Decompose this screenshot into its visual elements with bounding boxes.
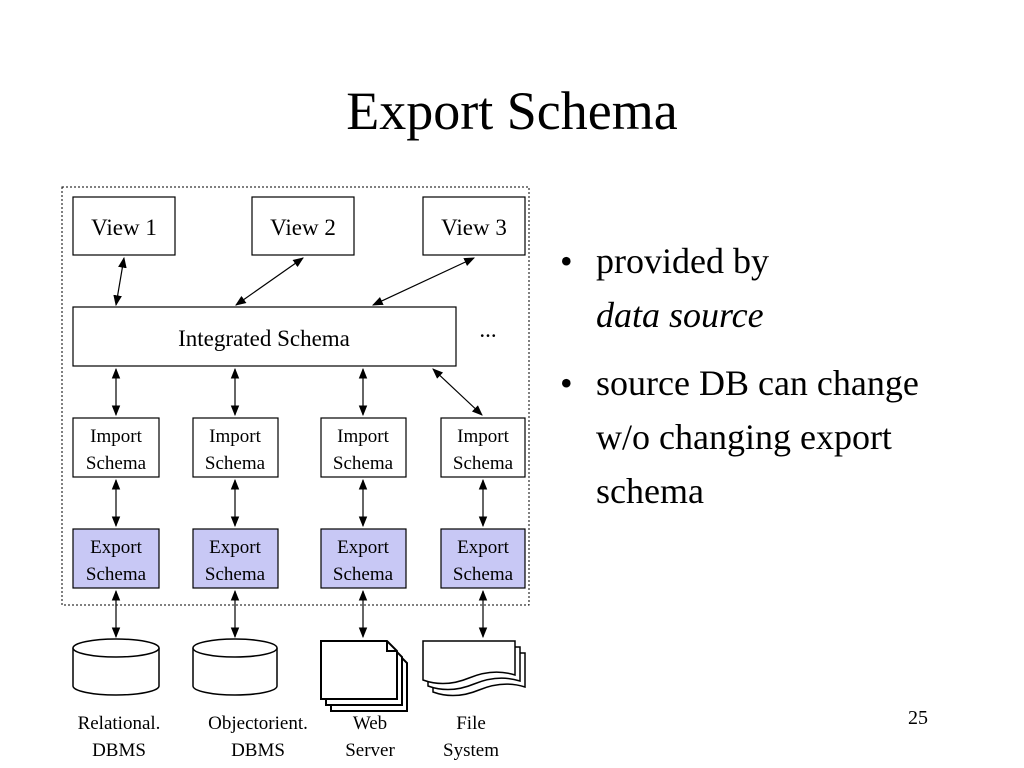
source-label-line-2: System: [443, 740, 499, 761]
view-label: View 3: [441, 215, 507, 240]
source-label-line-1: Web: [353, 713, 387, 734]
import-line-2: Schema: [86, 453, 147, 474]
view1-integrated-arrow: [113, 256, 127, 307]
export-line-1: Export: [209, 537, 261, 558]
source-label-line-2: DBMS: [92, 740, 146, 761]
bullet-line: schema: [596, 471, 704, 511]
integrated-import4-arrow: [432, 368, 483, 416]
slide-number: 25: [908, 707, 928, 729]
bullet-item: • provided by data source: [558, 234, 1018, 342]
view-label: View 1: [91, 215, 157, 240]
import-line-1: Import: [90, 426, 142, 447]
export-schema-box: Export Schema: [320, 528, 407, 589]
import-line-1: Import: [337, 426, 389, 447]
import-line-1: Import: [457, 426, 509, 447]
bullet-dot-icon: •: [560, 241, 573, 281]
import-schema-box: Import Schema: [192, 417, 279, 478]
import-line-2: Schema: [205, 453, 266, 474]
import-schema-box: Import Schema: [320, 417, 407, 478]
export-line-1: Export: [457, 537, 509, 558]
import-schema-box: Import Schema: [72, 417, 160, 478]
import-line-1: Import: [209, 426, 261, 447]
slide-title: Export Schema: [346, 81, 678, 141]
import-schema-box: Import Schema: [440, 417, 526, 478]
view-label: View 2: [270, 215, 336, 240]
import-line-2: Schema: [453, 453, 514, 474]
view-box: View 3: [422, 196, 526, 256]
federation-boundary: [61, 186, 530, 606]
export-schema-box: Export Schema: [440, 528, 526, 589]
export-schema-box: Export Schema: [72, 528, 160, 589]
view-box: View 1: [72, 196, 176, 256]
source-label-line-1: File: [456, 713, 486, 734]
export-line-2: Schema: [205, 564, 266, 585]
integrated-schema-label: Integrated Schema: [178, 326, 350, 351]
bullet-line: w/o changing export: [596, 417, 892, 457]
view3-integrated-arrow: [372, 257, 475, 306]
bullet-line: provided by: [596, 241, 769, 281]
database-cylinder-icon: [192, 638, 278, 696]
bullet-list: • provided by data source • source DB ca…: [558, 234, 1018, 532]
view2-integrated-arrow: [235, 257, 304, 306]
export-line-2: Schema: [453, 564, 514, 585]
import-line-2: Schema: [333, 453, 394, 474]
stacked-documents-icon: [422, 640, 526, 697]
export-line-2: Schema: [86, 564, 147, 585]
source-label-line-2: DBMS: [231, 740, 285, 761]
export-schema-box: Export Schema: [192, 528, 279, 589]
source-label-line-1: Relational.: [78, 713, 161, 734]
stacked-pages-icon: [320, 640, 408, 712]
bullet-dot-icon: •: [560, 363, 573, 403]
view-box: View 2: [251, 196, 355, 256]
source-label-line-2: Server: [345, 740, 395, 761]
ellipsis-label: ...: [479, 317, 496, 342]
bullet-line: source DB can change: [596, 363, 919, 403]
export-line-2: Schema: [333, 564, 394, 585]
export-line-1: Export: [90, 537, 142, 558]
export-line-1: Export: [337, 537, 389, 558]
integrated-schema-box: Integrated Schema: [72, 306, 457, 367]
bullet-item: • source DB can change w/o changing expo…: [558, 356, 1018, 518]
bullet-line-italic: data source: [596, 295, 764, 335]
database-cylinder-icon: [72, 638, 160, 696]
source-label-line-1: Objectorient.: [208, 713, 308, 734]
